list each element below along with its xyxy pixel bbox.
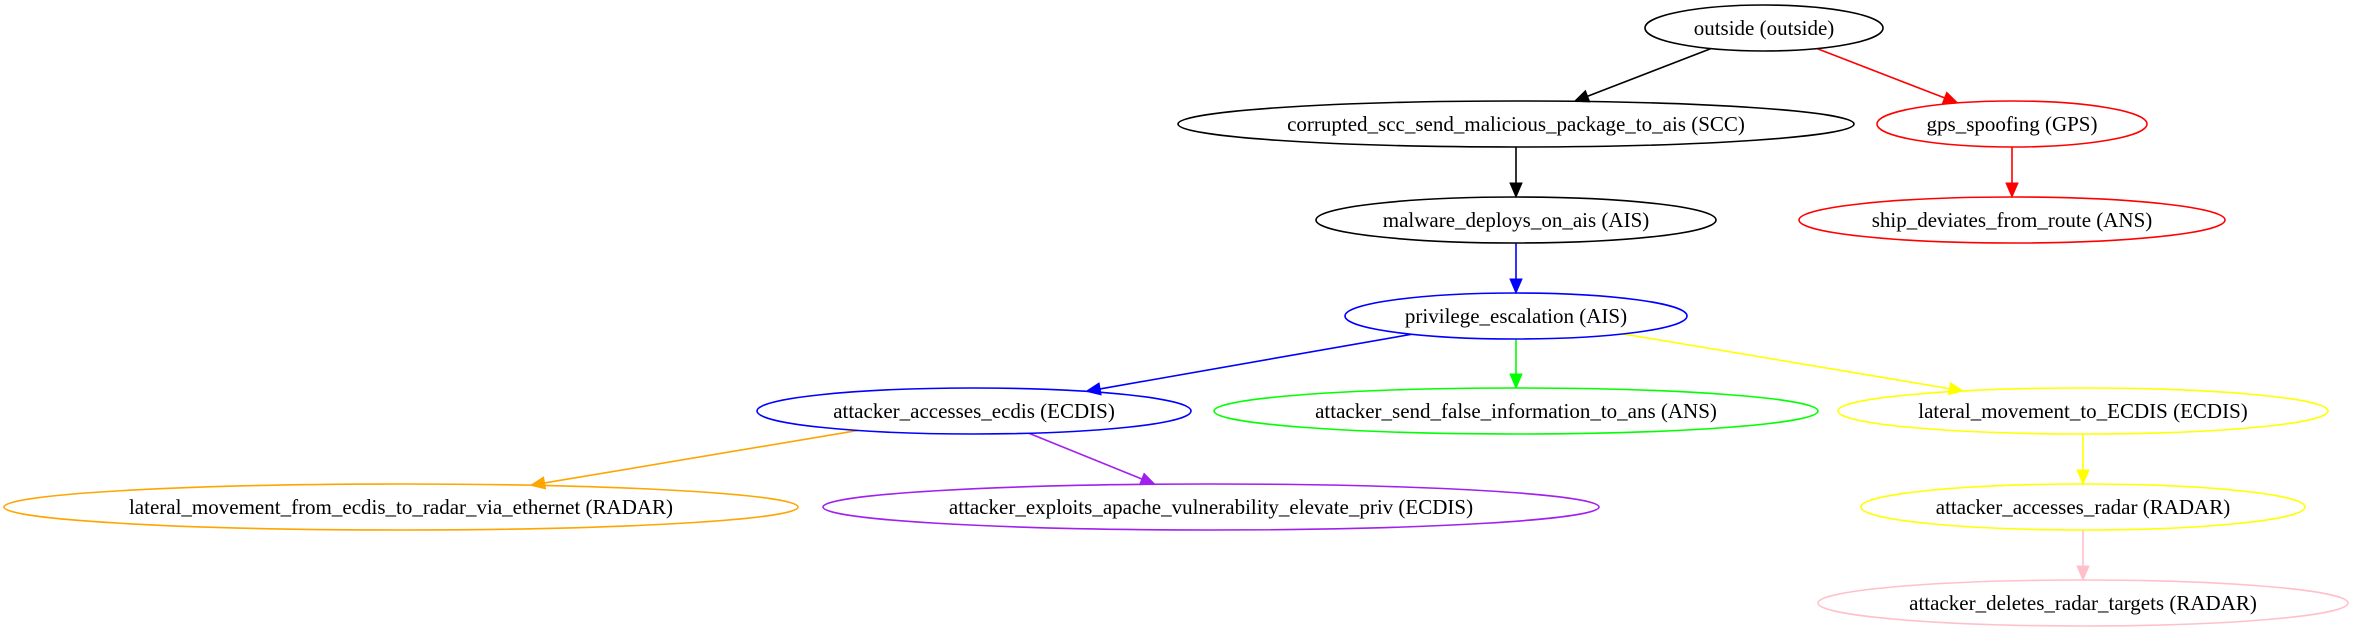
- edge-privesc-to-ecdis: [1085, 333, 1413, 396]
- node-ellipse: [1876, 100, 2148, 148]
- node-ecdis: attacker_accesses_ecdis (ECDIS): [756, 387, 1192, 435]
- node-label: attacker_accesses_ecdis (ECDIS): [833, 399, 1115, 423]
- node-malware: malware_deploys_on_ais (AIS): [1315, 196, 1717, 244]
- edge-line: [1587, 47, 1712, 98]
- edge-malware-to-privesc: [1509, 243, 1523, 295]
- node-ellipse: [1837, 387, 2329, 435]
- edge-privesc-to-latecdis: [1622, 333, 1965, 396]
- node-layer: outside (outside) corrupted_scc_send_mali…: [3, 4, 2349, 627]
- edge-arrowhead: [1573, 89, 1591, 103]
- edge-arrowhead: [1509, 373, 1523, 390]
- edge-arrowhead: [2076, 469, 2090, 486]
- edge-outside-to-scc: [1573, 47, 1712, 103]
- node-ellipse: [1798, 196, 2226, 244]
- node-gps: gps_spoofing (GPS): [1876, 100, 2148, 148]
- node-label: privilege_escalation (AIS): [1405, 304, 1627, 328]
- edge-privesc-to-falseinfo: [1509, 339, 1523, 390]
- node-ellipse: [3, 483, 799, 531]
- edge-arrowhead: [1138, 472, 1156, 486]
- node-ellipse: [1213, 387, 1819, 435]
- edge-arrowhead: [1947, 381, 1965, 396]
- node-ellipse: [1644, 4, 1884, 52]
- node-ellipse: [1860, 483, 2306, 531]
- edge-radar-to-delete: [2076, 530, 2090, 582]
- edge-ecdis-to-latradar: [529, 429, 859, 490]
- edge-arrowhead: [1085, 382, 1102, 396]
- node-ellipse: [1817, 579, 2349, 627]
- edge-arrowhead: [2076, 565, 2090, 582]
- edge-line: [1816, 47, 1945, 99]
- node-ellipse: [1344, 292, 1688, 340]
- node-radar: attacker_accesses_radar (RADAR): [1860, 483, 2306, 531]
- edge-arrowhead: [529, 476, 547, 490]
- node-ellipse: [756, 387, 1192, 435]
- node-ellipse: [1177, 100, 1855, 148]
- node-label: gps_spoofing (GPS): [1927, 112, 2098, 136]
- edge-ecdis-to-apache: [1028, 432, 1156, 486]
- node-apache: attacker_exploits_apache_vulnerability_e…: [822, 483, 1600, 531]
- edge-outside-to-gps: [1816, 47, 1959, 105]
- node-outside: outside (outside): [1644, 4, 1884, 52]
- edge-arrowhead: [1941, 91, 1959, 105]
- node-latradar: lateral_movement_from_ecdis_to_radar_via…: [3, 483, 799, 531]
- node-label: lateral_movement_to_ECDIS (ECDIS): [1918, 399, 2248, 423]
- node-label: ship_deviates_from_route (ANS): [1872, 208, 2153, 232]
- node-latecdis: lateral_movement_to_ECDIS (ECDIS): [1837, 387, 2329, 435]
- node-privesc: privilege_escalation (AIS): [1344, 292, 1688, 340]
- node-ellipse: [1315, 196, 1717, 244]
- edge-arrowhead: [2005, 182, 2019, 199]
- node-label: outside (outside): [1694, 16, 1835, 40]
- node-label: corrupted_scc_send_malicious_package_to_…: [1287, 112, 1745, 136]
- edge-gps-to-deviates: [2005, 147, 2019, 199]
- node-falseinfo: attacker_send_false_information_to_ans (…: [1213, 387, 1819, 435]
- edge-line: [1099, 333, 1413, 390]
- node-ellipse: [822, 483, 1600, 531]
- edge-arrowhead: [1509, 278, 1523, 295]
- edge-arrowhead: [1509, 182, 1523, 199]
- edge-line: [1622, 333, 1950, 390]
- edge-latecdis-to-radar: [2076, 434, 2090, 486]
- node-label: lateral_movement_from_ecdis_to_radar_via…: [129, 495, 673, 519]
- node-delete: attacker_deletes_radar_targets (RADAR): [1817, 579, 2349, 627]
- node-label: attacker_accesses_radar (RADAR): [1936, 495, 2230, 519]
- edge-line: [544, 429, 859, 484]
- edge-scc-to-malware: [1509, 147, 1523, 199]
- node-label: attacker_deletes_radar_targets (RADAR): [1909, 591, 2257, 615]
- node-deviates: ship_deviates_from_route (ANS): [1798, 196, 2226, 244]
- node-scc: corrupted_scc_send_malicious_package_to_…: [1177, 100, 1855, 148]
- edge-line: [1028, 432, 1143, 480]
- node-label: malware_deploys_on_ais (AIS): [1383, 208, 1650, 232]
- node-label: attacker_exploits_apache_vulnerability_e…: [949, 495, 1473, 519]
- node-label: attacker_send_false_information_to_ans (…: [1315, 399, 1717, 423]
